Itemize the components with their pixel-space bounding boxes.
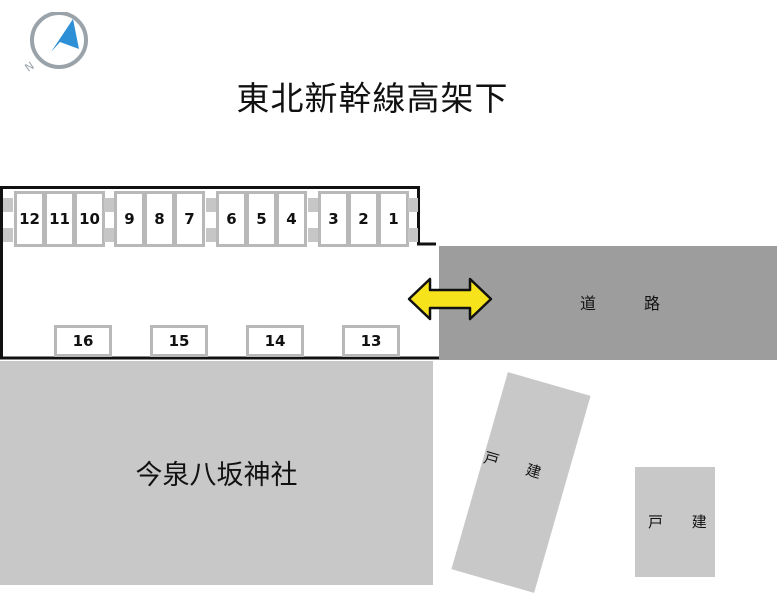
parking-lot-outline xyxy=(0,186,439,360)
parking-stall-16: 16 xyxy=(54,325,112,357)
parking-stall-2: 2 xyxy=(348,191,379,247)
stall-separator xyxy=(408,198,418,212)
shrine-building xyxy=(0,361,433,585)
stall-separator xyxy=(308,228,318,242)
parking-stall-8: 8 xyxy=(144,191,175,247)
parking-stall-5: 5 xyxy=(246,191,277,247)
parking-stall-15: 15 xyxy=(150,325,208,357)
parking-stall-3: 3 xyxy=(318,191,349,247)
parking-stall-13: 13 xyxy=(342,325,400,357)
stall-separator xyxy=(206,228,216,242)
house-tilted xyxy=(451,372,591,593)
parking-stall-14: 14 xyxy=(246,325,304,357)
stall-separator xyxy=(104,228,114,242)
stall-separator xyxy=(104,198,114,212)
shrine-label: 今泉八坂神社 xyxy=(135,460,298,491)
parking-stall-6: 6 xyxy=(216,191,247,247)
parking-stall-1: 1 xyxy=(378,191,409,247)
parking-stall-9: 9 xyxy=(114,191,145,247)
road xyxy=(439,246,777,360)
parking-stall-11: 11 xyxy=(44,191,75,247)
double-arrow-icon xyxy=(407,277,493,321)
stall-separator xyxy=(3,198,13,212)
road-label: 道 路 xyxy=(580,294,677,313)
parking-stall-10: 10 xyxy=(74,191,105,247)
house xyxy=(635,467,715,577)
house-label: 戸 建 xyxy=(648,513,719,531)
parking-stall-12: 12 xyxy=(14,191,45,247)
compass-icon: N xyxy=(22,12,88,74)
stall-separator xyxy=(3,228,13,242)
stall-separator xyxy=(206,198,216,212)
parking-stall-7: 7 xyxy=(174,191,205,247)
map-title: 東北新幹線高架下 xyxy=(236,79,509,118)
parking-stall-4: 4 xyxy=(276,191,307,247)
stall-separator xyxy=(308,198,318,212)
stall-separator xyxy=(408,228,418,242)
